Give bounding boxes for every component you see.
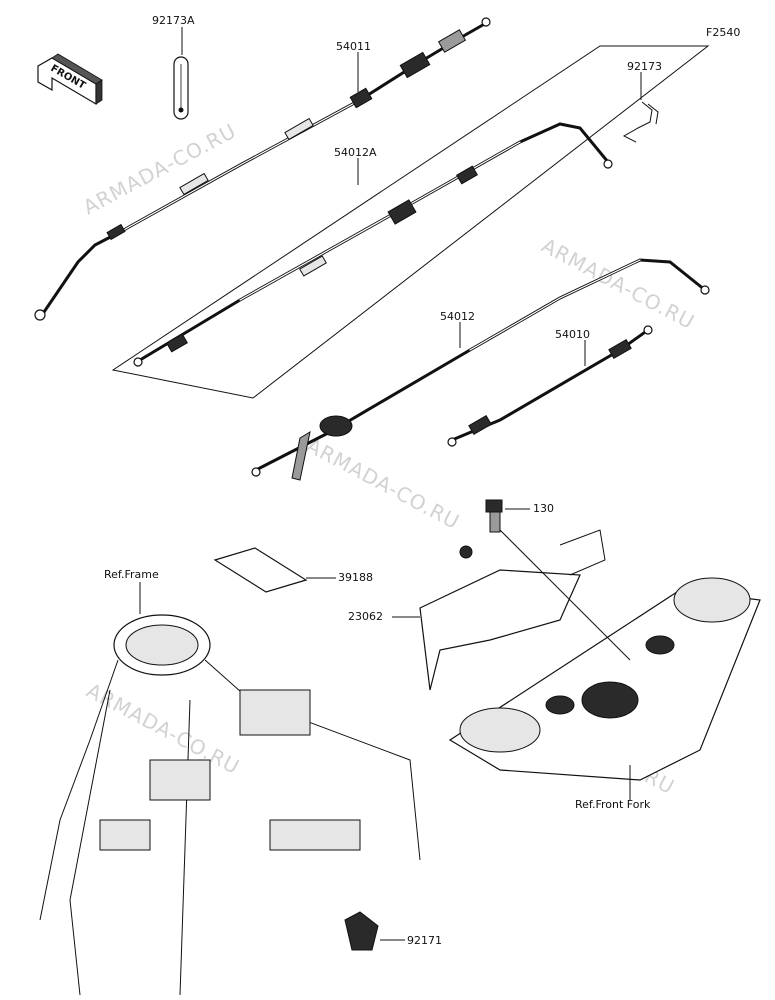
frame-reference: Ref.Frame — [39, 568, 421, 996]
front-arrow-badge: FRONT — [37, 53, 103, 106]
label-ref-frame: Ref.Frame — [104, 568, 159, 581]
label-ref-front-fork: Ref.Front Fork — [575, 798, 651, 811]
cable-54010: 54010 — [447, 325, 653, 447]
cable-54012: 54012 — [251, 258, 710, 481]
front-fork-bracket: Ref.Front Fork — [448, 529, 761, 811]
watermark: ARMADA-CO.RU — [303, 433, 464, 534]
label-39188: 39188 — [338, 571, 373, 584]
label-54012: 54012 — [440, 310, 475, 323]
label-54012A: 54012A — [334, 146, 377, 159]
cable-54012A: 54012A — [133, 122, 613, 367]
watermark: ARMADA-CO.RU — [538, 233, 699, 334]
label-92173: 92173 — [627, 60, 662, 73]
group-frame-54012A — [111, 45, 710, 399]
clamp-92173A: 92173A — [152, 14, 195, 120]
bracket-23062: 23062 — [348, 529, 606, 691]
label-130: 130 — [533, 502, 554, 515]
label-92171: 92171 — [407, 934, 442, 947]
figure-code: F2540 — [706, 26, 740, 39]
label-54011: 54011 — [336, 40, 371, 53]
bolt-130: 130 — [485, 499, 554, 533]
cable-54011: 54011 — [34, 17, 491, 321]
clamp-92171: 92171 — [344, 911, 442, 951]
label-23062: 23062 — [348, 610, 383, 623]
label-54010: 54010 — [555, 328, 590, 341]
watermark: ARMADA-CO.RU — [79, 119, 240, 220]
clip-92173: 92173 — [622, 60, 662, 143]
label-sheet-39188: 39188 — [213, 547, 373, 593]
label-92173A: 92173A — [152, 14, 195, 27]
